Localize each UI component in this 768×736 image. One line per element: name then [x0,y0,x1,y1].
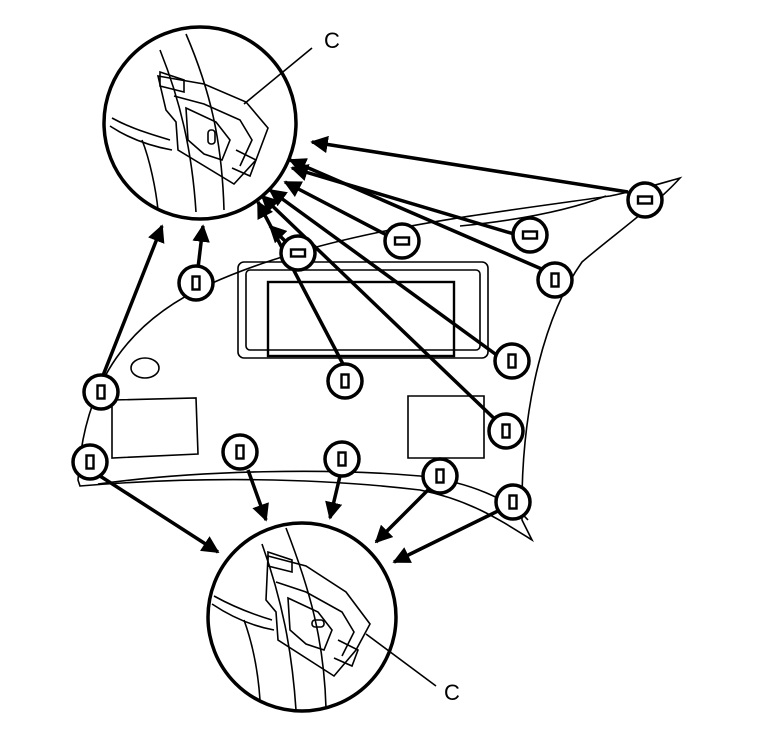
clip-symbol [71,443,109,481]
clip-symbol [536,261,574,299]
detail-callout-top: C [102,25,340,221]
clip-symbol [323,440,361,478]
clip-symbol [511,216,549,254]
arrows-to-bottom-callout [99,469,505,564]
detail-callout-bottom: C [206,521,460,713]
callout-label-top: C [324,28,340,53]
clip-symbol [221,433,259,471]
clip-symbol [487,412,525,450]
clip-symbol [279,234,317,272]
clip-symbol [326,362,364,400]
clip-symbol [626,181,664,219]
clip-symbol [493,342,531,380]
clip-symbol [494,483,532,521]
callout-label-bottom: C [444,680,460,705]
clip-symbols [71,181,664,521]
clip-symbol [421,457,459,495]
clip-symbol [82,373,120,411]
clip-symbol [383,222,421,260]
clip-symbol [177,264,215,302]
